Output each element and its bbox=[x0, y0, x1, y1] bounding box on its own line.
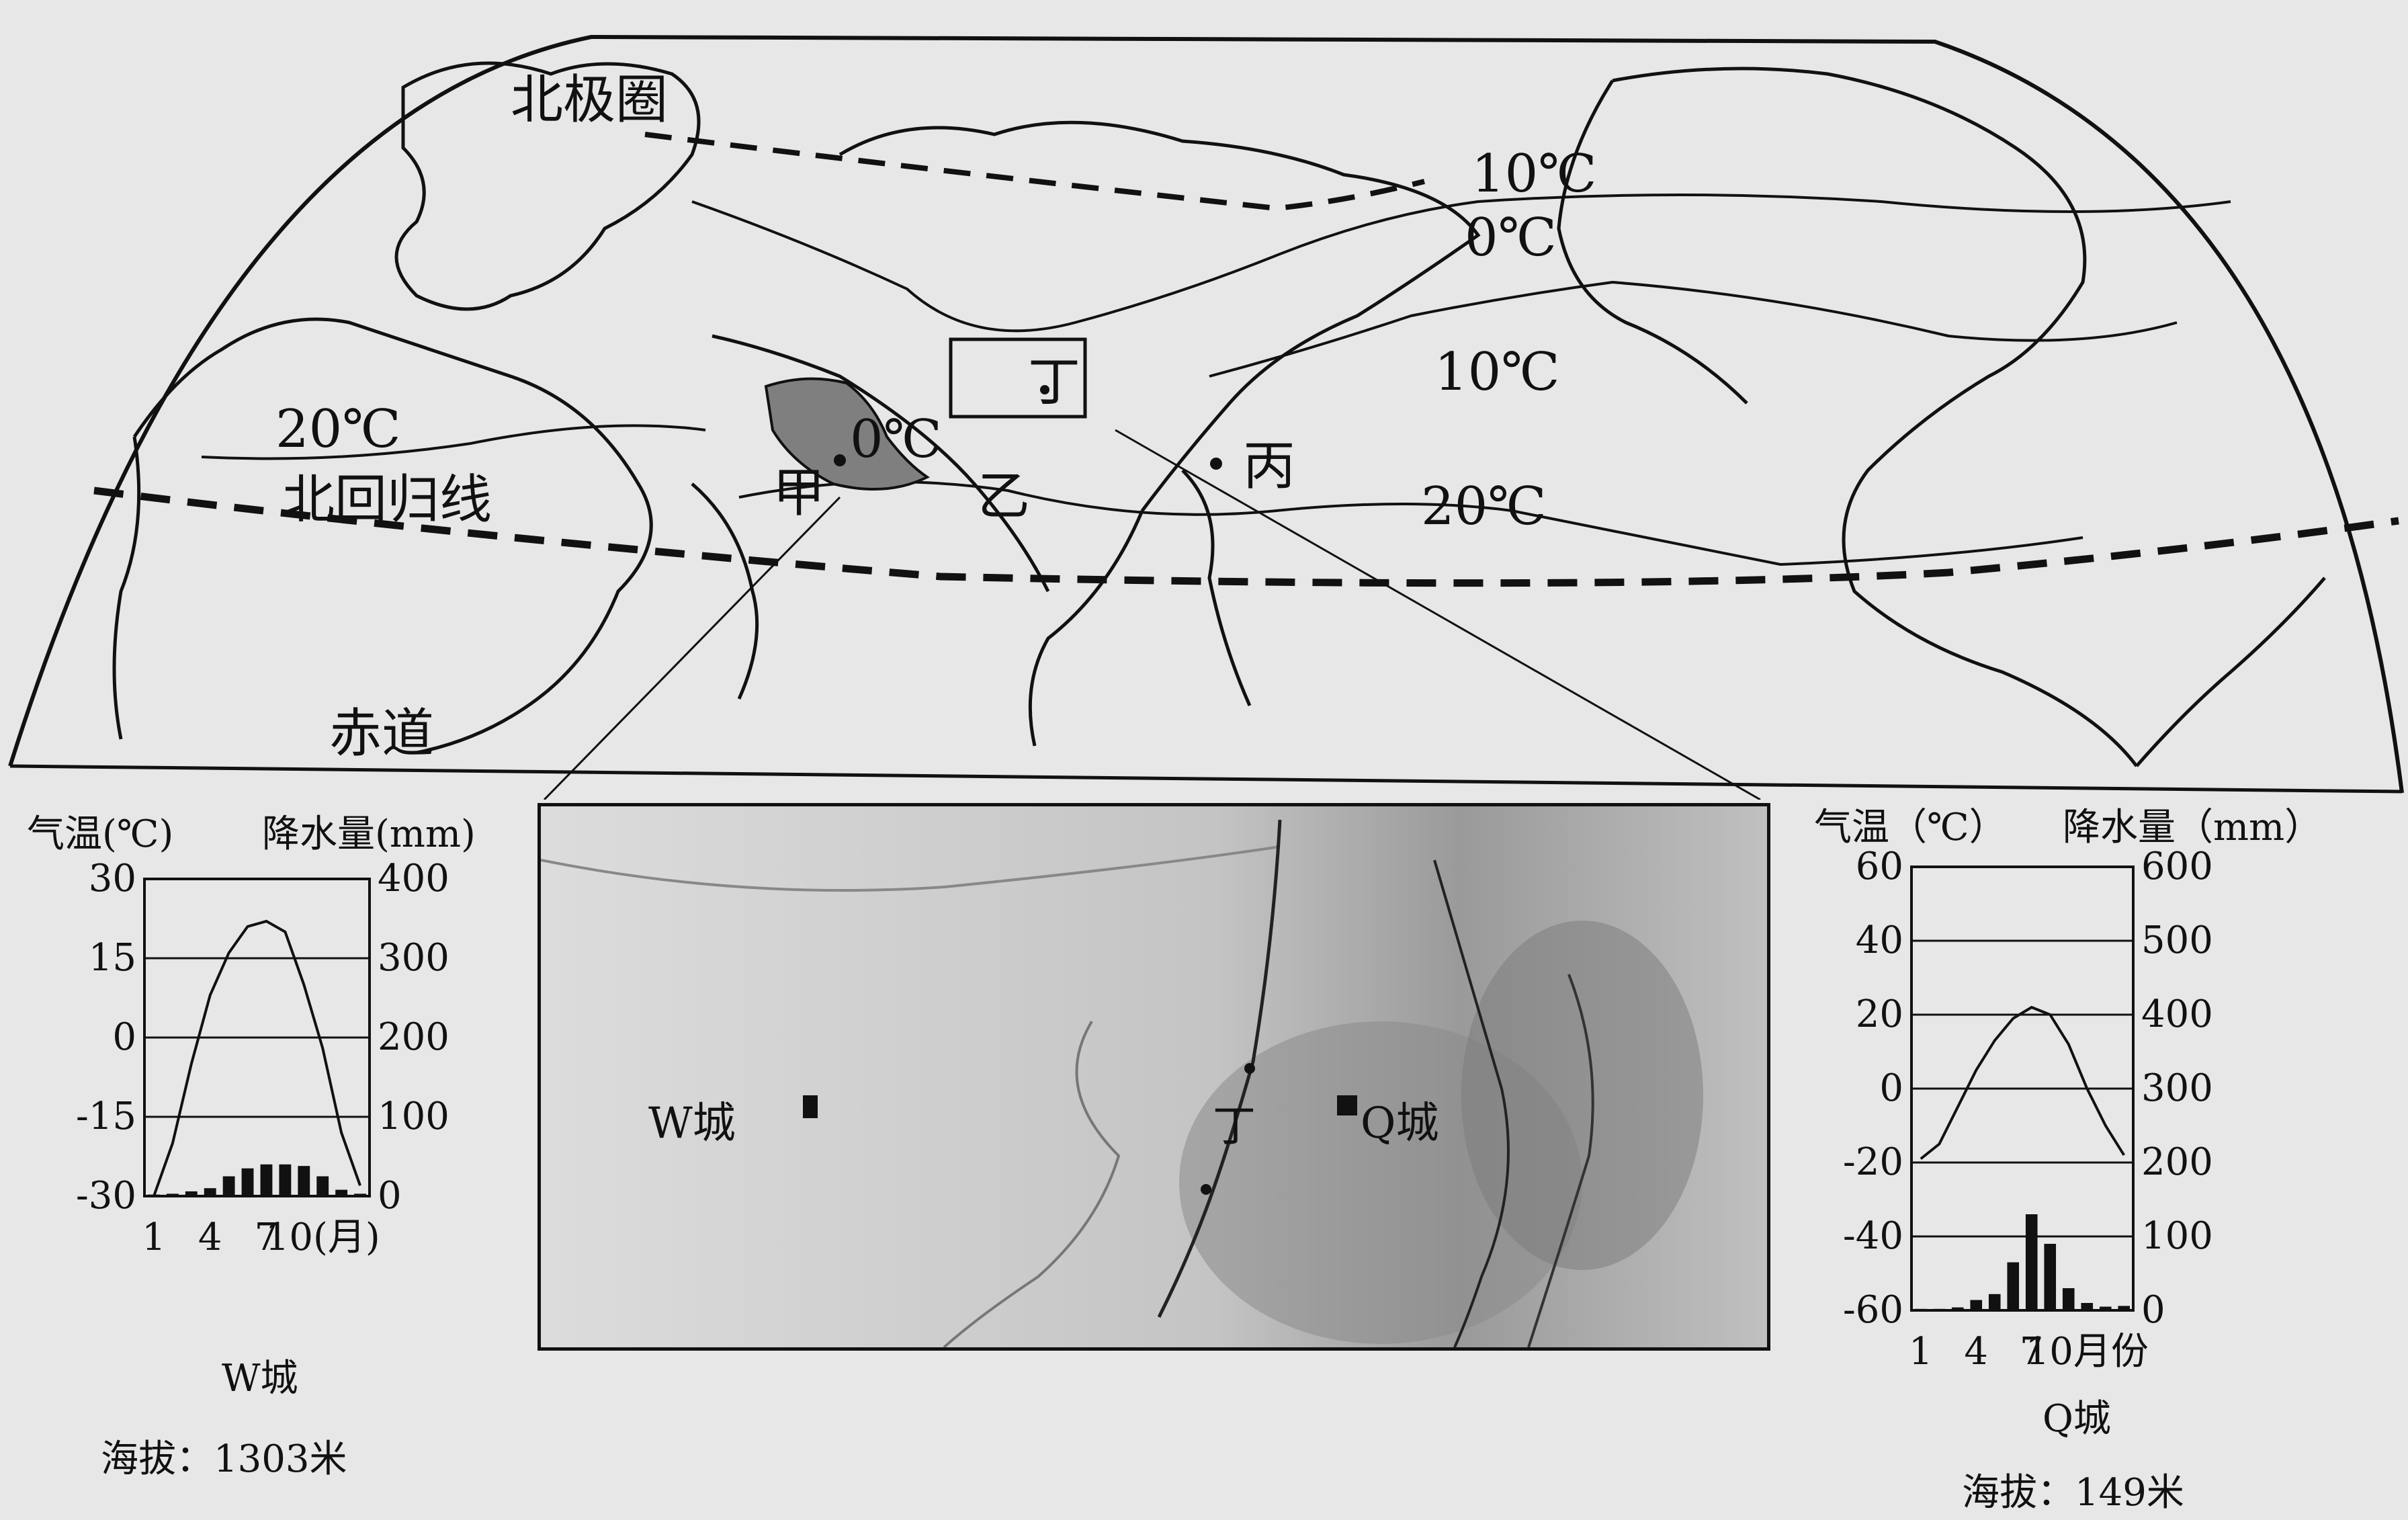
arctic-circle-label: 北极圈 bbox=[511, 70, 668, 130]
w-temp-tick: -30 bbox=[76, 1174, 136, 1218]
q-month-tick: 7 bbox=[2020, 1330, 2044, 1374]
q-precip-bar bbox=[2099, 1306, 2112, 1310]
q-precip-bar bbox=[2081, 1303, 2094, 1310]
q-precip-bar bbox=[1988, 1294, 2001, 1310]
arctic-circle-line bbox=[644, 132, 1425, 212]
q-temp-tick: 0 bbox=[1879, 1066, 1903, 1110]
q-temp-tick: 60 bbox=[1856, 845, 1903, 888]
coastlines bbox=[112, 61, 2326, 767]
q-temp-tick: -20 bbox=[1843, 1140, 1903, 1184]
w-chart-title: W城 bbox=[222, 1357, 298, 1400]
w-month-tick: 10(月) bbox=[265, 1216, 380, 1259]
isotherm-0-north: 0℃ bbox=[1465, 208, 1557, 268]
plateau-region bbox=[764, 377, 930, 491]
w-precip-tick: 200 bbox=[378, 1015, 449, 1059]
w-precip-bar bbox=[279, 1164, 292, 1196]
world-map: 北极圈 10℃ 0℃ 10℃ 20℃ 0℃ 20℃ 北回归线 赤道 甲 乙 丙 … bbox=[8, 34, 2404, 800]
q-temp-tick: -60 bbox=[1843, 1288, 1903, 1332]
w-month-tick: 7 bbox=[255, 1216, 279, 1259]
w-temp-tick: -15 bbox=[76, 1095, 136, 1138]
w-precip-bar bbox=[222, 1176, 235, 1196]
w-temp-tick: 15 bbox=[89, 936, 136, 980]
w-precip-bar bbox=[204, 1188, 216, 1196]
q-precip-tick: 0 bbox=[2141, 1288, 2165, 1332]
q-temperature-line bbox=[1920, 1005, 2125, 1160]
map-bottom-edge bbox=[9, 764, 2403, 794]
isotherm-10-north: 10℃ bbox=[1471, 144, 1597, 204]
w-precip-tick: 400 bbox=[378, 857, 449, 900]
q-precip-bar bbox=[1951, 1307, 1964, 1310]
w-month-tick: 1 bbox=[142, 1216, 166, 1259]
q-temp-tick: -40 bbox=[1843, 1214, 1903, 1258]
w-precip-bar bbox=[335, 1189, 348, 1196]
q-precip-tick: 300 bbox=[2141, 1066, 2213, 1110]
q-temp-tick: 40 bbox=[1856, 919, 1903, 962]
q-precip-tick: 400 bbox=[2141, 993, 2213, 1036]
q-precip-bar bbox=[1914, 1308, 1927, 1310]
w-precip-bar bbox=[260, 1164, 273, 1196]
isotherm-20-east: 20℃ bbox=[1421, 476, 1547, 537]
q-month-tick: 1 bbox=[1909, 1330, 1933, 1374]
w-precip-bar bbox=[185, 1191, 198, 1196]
w-right-axis-label: 降水量(mm) bbox=[262, 812, 476, 856]
q-precip-tick: 100 bbox=[2141, 1214, 2213, 1258]
w-month-tick: 4 bbox=[198, 1216, 222, 1259]
w-precip-tick: 0 bbox=[378, 1174, 402, 1218]
q-precip-bar bbox=[2044, 1244, 2057, 1310]
place-bing: 丙 bbox=[1243, 436, 1295, 497]
q-right-axis-label: 降水量（mm） bbox=[2063, 806, 2322, 849]
inset-ding-label: 丁 bbox=[1213, 1102, 1256, 1152]
q-month-tick: 10月份 bbox=[2026, 1330, 2149, 1374]
tropic-cancer-label: 北回归线 bbox=[282, 470, 492, 530]
w-precip-bar bbox=[166, 1193, 179, 1196]
place-ding: 丁 bbox=[1028, 352, 1080, 413]
q-precip-bar bbox=[2118, 1306, 2131, 1310]
inset-box bbox=[949, 337, 1087, 419]
q-elevation: 海拔：149米 bbox=[1962, 1471, 2184, 1515]
w-elevation: 海拔：1303米 bbox=[101, 1437, 347, 1481]
equator-label: 赤道 bbox=[329, 704, 434, 764]
w-precip-bar bbox=[298, 1166, 310, 1196]
q-month-tick: 4 bbox=[1964, 1330, 1988, 1374]
q-precip-bar bbox=[2007, 1262, 2020, 1310]
place-jia: 甲 bbox=[773, 463, 825, 523]
isotherm-0-plateau: 0℃ bbox=[850, 409, 942, 470]
inset-w-city-label: W城 bbox=[648, 1099, 736, 1148]
inset-map: W城 Q城 丁 bbox=[538, 803, 1770, 1351]
isotherm-10-east: 10℃ bbox=[1434, 342, 1560, 403]
place-yi: 乙 bbox=[978, 466, 1030, 527]
inset-q-city-label: Q城 bbox=[1361, 1099, 1439, 1148]
q-precip-bar bbox=[1933, 1308, 1946, 1310]
q-precip-bar bbox=[1970, 1300, 1983, 1310]
isotherm-lines bbox=[201, 194, 2231, 566]
w-temperature-line bbox=[153, 919, 361, 1197]
map-dots bbox=[834, 385, 1222, 470]
q-chart-title: Q城 bbox=[2042, 1397, 2111, 1441]
w-precip-bar bbox=[354, 1193, 366, 1196]
w-temp-tick: 30 bbox=[89, 857, 136, 900]
w-temp-tick: 0 bbox=[112, 1015, 136, 1059]
q-precip-tick: 500 bbox=[2141, 919, 2213, 962]
q-precip-tick: 200 bbox=[2141, 1140, 2213, 1184]
q-temp-tick: 20 bbox=[1856, 993, 1903, 1036]
q-precip-bar bbox=[2025, 1214, 2038, 1310]
isotherm-20-west: 20℃ bbox=[275, 399, 401, 460]
w-precip-tick: 300 bbox=[378, 936, 449, 980]
w-left-axis-label: 气温(℃) bbox=[27, 812, 173, 856]
w-precip-bar bbox=[316, 1176, 329, 1196]
q-precip-bar bbox=[2062, 1288, 2075, 1310]
w-precip-bar bbox=[241, 1168, 254, 1196]
w-precip-tick: 100 bbox=[378, 1095, 449, 1138]
q-precip-tick: 600 bbox=[2141, 845, 2213, 888]
q-left-axis-label: 气温（℃） bbox=[1814, 806, 2007, 849]
tropic-cancer-line bbox=[93, 487, 2399, 587]
